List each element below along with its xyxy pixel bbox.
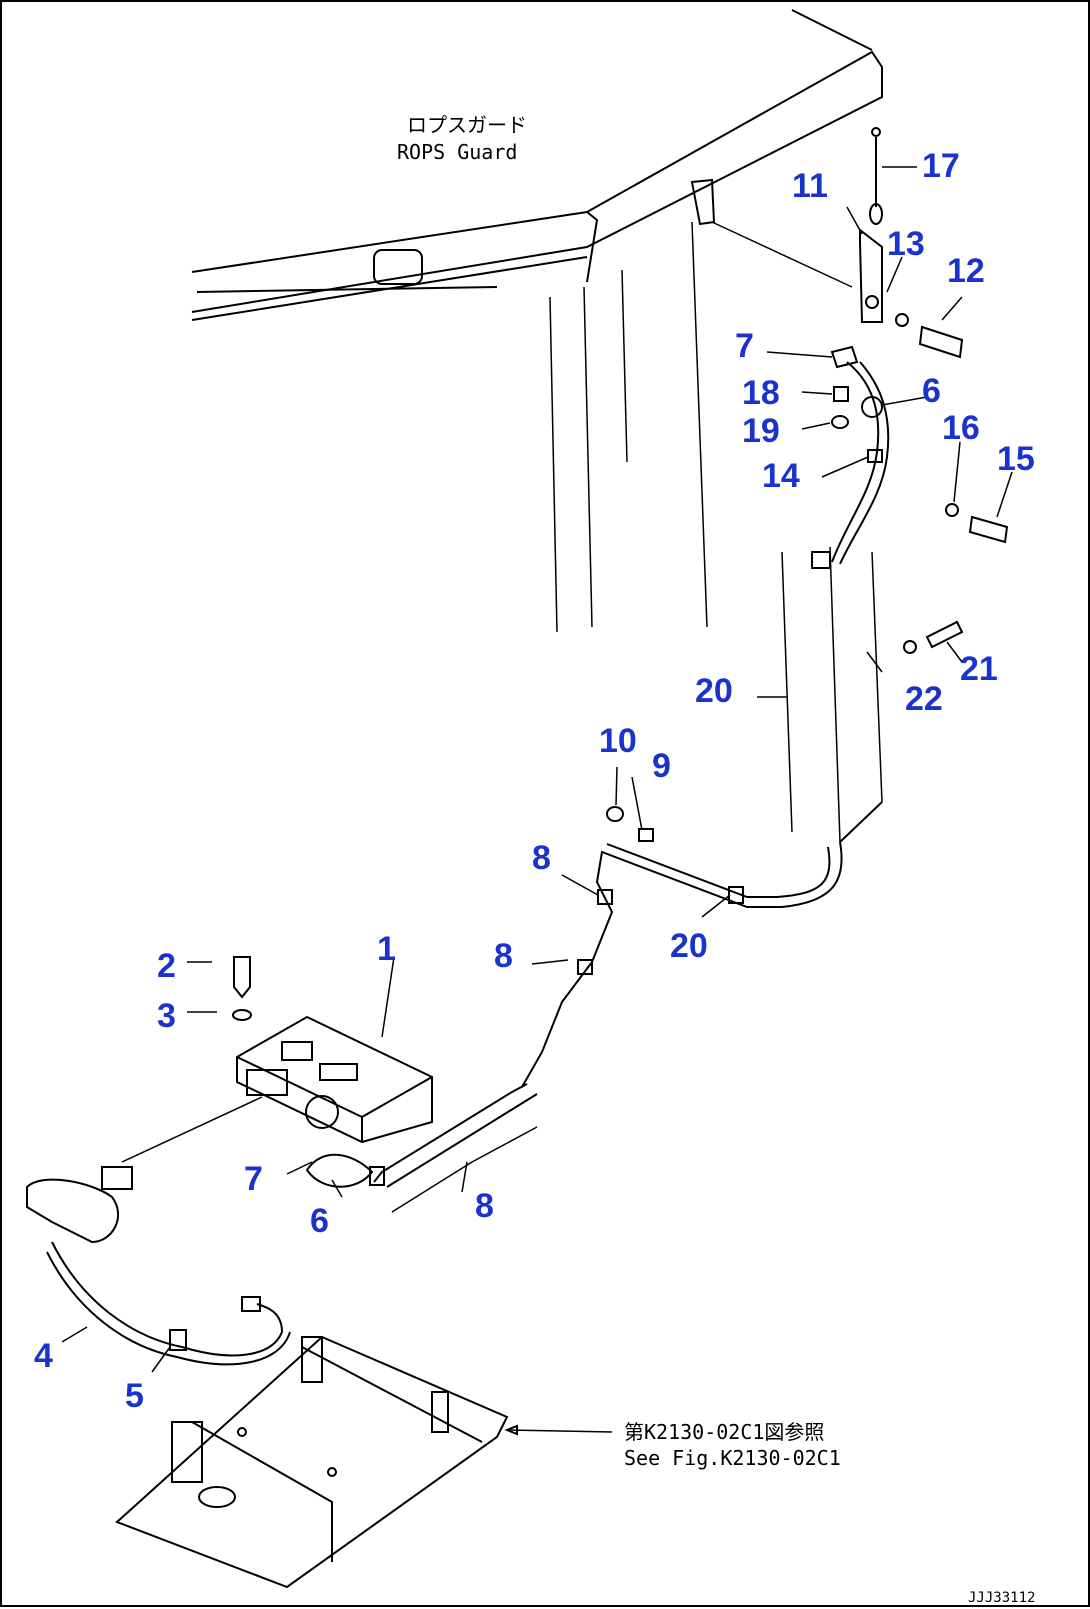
callout-9: 9 (652, 747, 671, 785)
callout-5: 5 (125, 1377, 144, 1415)
drawing-code: JJJ33112 (968, 1590, 1035, 1606)
callout-2: 2 (157, 947, 176, 985)
guard-label-jp: ロプスガード (407, 113, 527, 137)
callout-19: 19 (742, 412, 780, 450)
callout-4: 4 (34, 1337, 53, 1375)
mount-bolt (903, 620, 964, 654)
controller-connector (305, 1153, 385, 1188)
callout-13: 13 (887, 225, 925, 263)
leader-lines (61, 206, 1013, 1373)
callout-15: 15 (997, 440, 1035, 478)
callout-11: 11 (792, 167, 828, 205)
floor-plate (115, 1335, 613, 1589)
callout-6-lower: 6 (310, 1202, 329, 1240)
upper-harness (811, 345, 1009, 569)
callout-8-upper: 8 (532, 839, 551, 877)
callout-21: 21 (960, 650, 998, 688)
callout-22: 22 (905, 680, 943, 718)
callout-8-middle: 8 (494, 937, 513, 975)
callout-8-lower: 8 (475, 1187, 494, 1225)
ref-label-jp: 第K2130-02C1図参照 (624, 1420, 824, 1444)
rops-guard (191, 9, 883, 843)
callout-7-upper: 7 (735, 327, 754, 365)
ref-label-en: See Fig.K2130-02C1 (624, 1446, 841, 1470)
callout-17: 17 (922, 147, 960, 185)
callout-14: 14 (762, 457, 800, 495)
callout-20-upper: 20 (695, 672, 733, 710)
callout-16: 16 (942, 409, 980, 447)
callout-10: 10 (599, 722, 637, 760)
callouts: 1 2 3 4 5 6 6 7 7 8 8 8 9 10 11 12 13 14… (34, 147, 1035, 1415)
controller-box (232, 956, 433, 1144)
cable-and-handle (26, 1096, 291, 1366)
callout-18: 18 (742, 374, 780, 412)
callout-6-upper: 6 (922, 372, 941, 410)
guard-label-en: ROPS Guard (397, 140, 517, 164)
antenna-assembly (859, 127, 964, 359)
callout-1: 1 (377, 930, 396, 968)
callout-12: 12 (947, 252, 985, 290)
callout-7-lower: 7 (244, 1160, 263, 1198)
callout-3: 3 (157, 997, 176, 1035)
callout-20-lower: 20 (670, 927, 708, 965)
lower-harness (373, 806, 843, 1188)
